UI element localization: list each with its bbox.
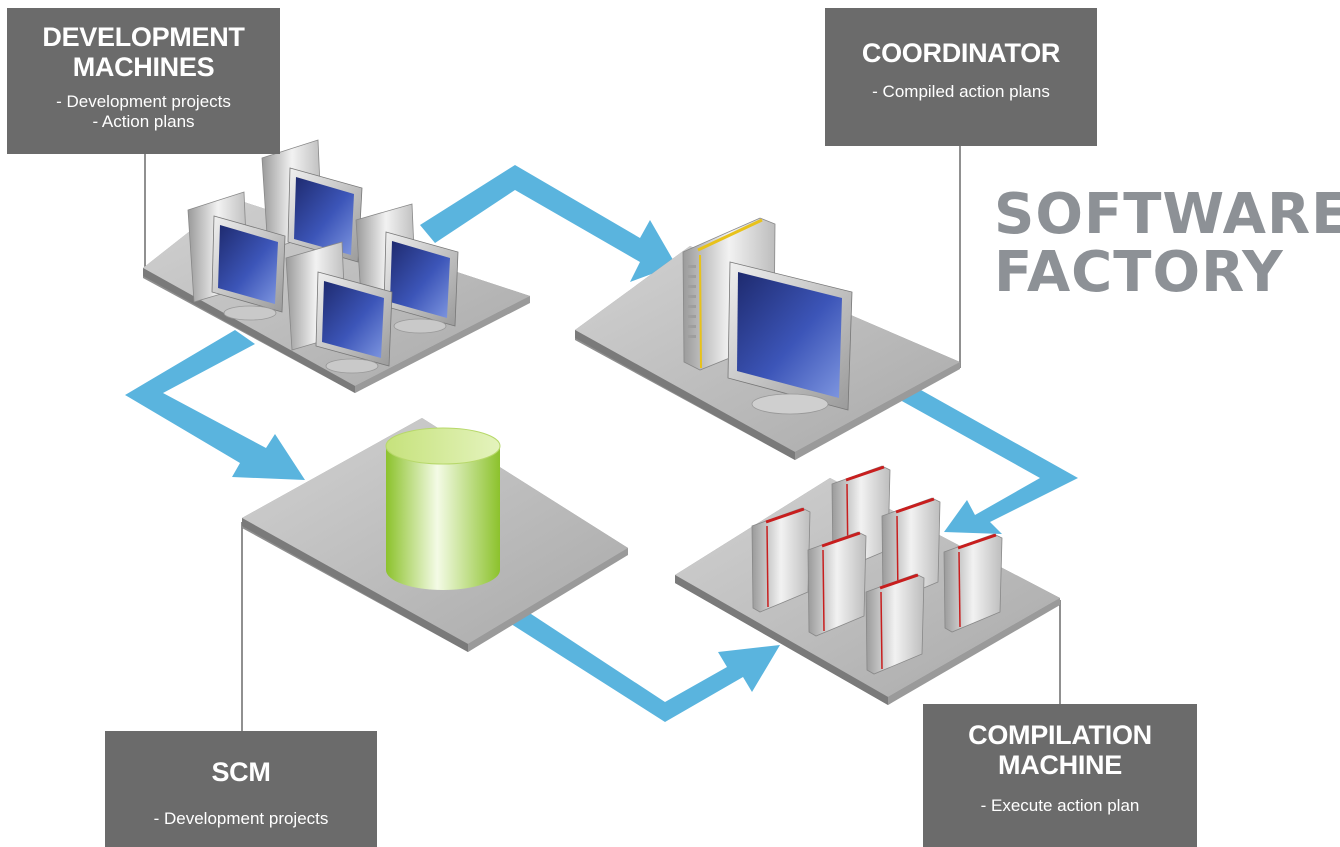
heading-line1: SOFTWARE — [994, 182, 1340, 247]
compilation-server-icon — [943, 533, 1003, 633]
coordinator-platform — [575, 217, 960, 460]
compilation-machine-label-box: COMPILATION MACHINE - Execute action pla… — [923, 704, 1197, 847]
coordinator-item: - Compiled action plans — [872, 82, 1050, 101]
development-machines-item: - Development projects — [56, 92, 231, 111]
heading-line2: FACTORY — [994, 240, 1284, 305]
connector-lines — [144, 146, 1061, 731]
compilation-machine-item: - Execute action plan — [980, 796, 1140, 815]
scm-title: SCM — [211, 757, 271, 787]
database-icon — [385, 427, 501, 590]
flow-arrows — [125, 165, 1078, 722]
arrow-dev-to-scm — [125, 330, 305, 480]
arrow-dev-to-coordinator — [420, 165, 676, 282]
development-machines-title-line2: MACHINES — [72, 52, 215, 82]
compilation-platform — [675, 465, 1060, 705]
coordinator-title: COORDINATOR — [861, 38, 1061, 68]
scm-platform — [242, 418, 628, 652]
workstation-icon — [285, 241, 393, 374]
development-machines-label-box: DEVELOPMENT MACHINES - Development proje… — [7, 8, 280, 154]
compilation-server-icon — [751, 507, 811, 613]
software-factory-heading: SOFTWARE FACTORY — [994, 182, 1340, 305]
compilation-machine-title-line1: COMPILATION — [968, 720, 1152, 750]
coordinator-monitor-icon — [727, 261, 853, 415]
workstation-icon — [187, 191, 286, 321]
scm-item: - Development projects — [153, 809, 329, 828]
compilation-server-icon — [865, 573, 925, 675]
scm-label-box: SCM - Development projects — [105, 731, 377, 847]
coordinator-label-box: COORDINATOR - Compiled action plans — [825, 8, 1097, 146]
workstation-icon — [355, 203, 459, 334]
development-machines-title-line1: DEVELOPMENT — [42, 22, 245, 52]
development-machines-item: - Action plans — [92, 112, 195, 131]
compilation-machine-title-line2: MACHINE — [998, 750, 1122, 780]
compilation-server-icon — [807, 531, 867, 637]
development-machines-platform — [143, 139, 530, 393]
arrow-coordinator-to-compilation — [900, 385, 1078, 534]
arrow-scm-to-compilation — [508, 610, 780, 722]
